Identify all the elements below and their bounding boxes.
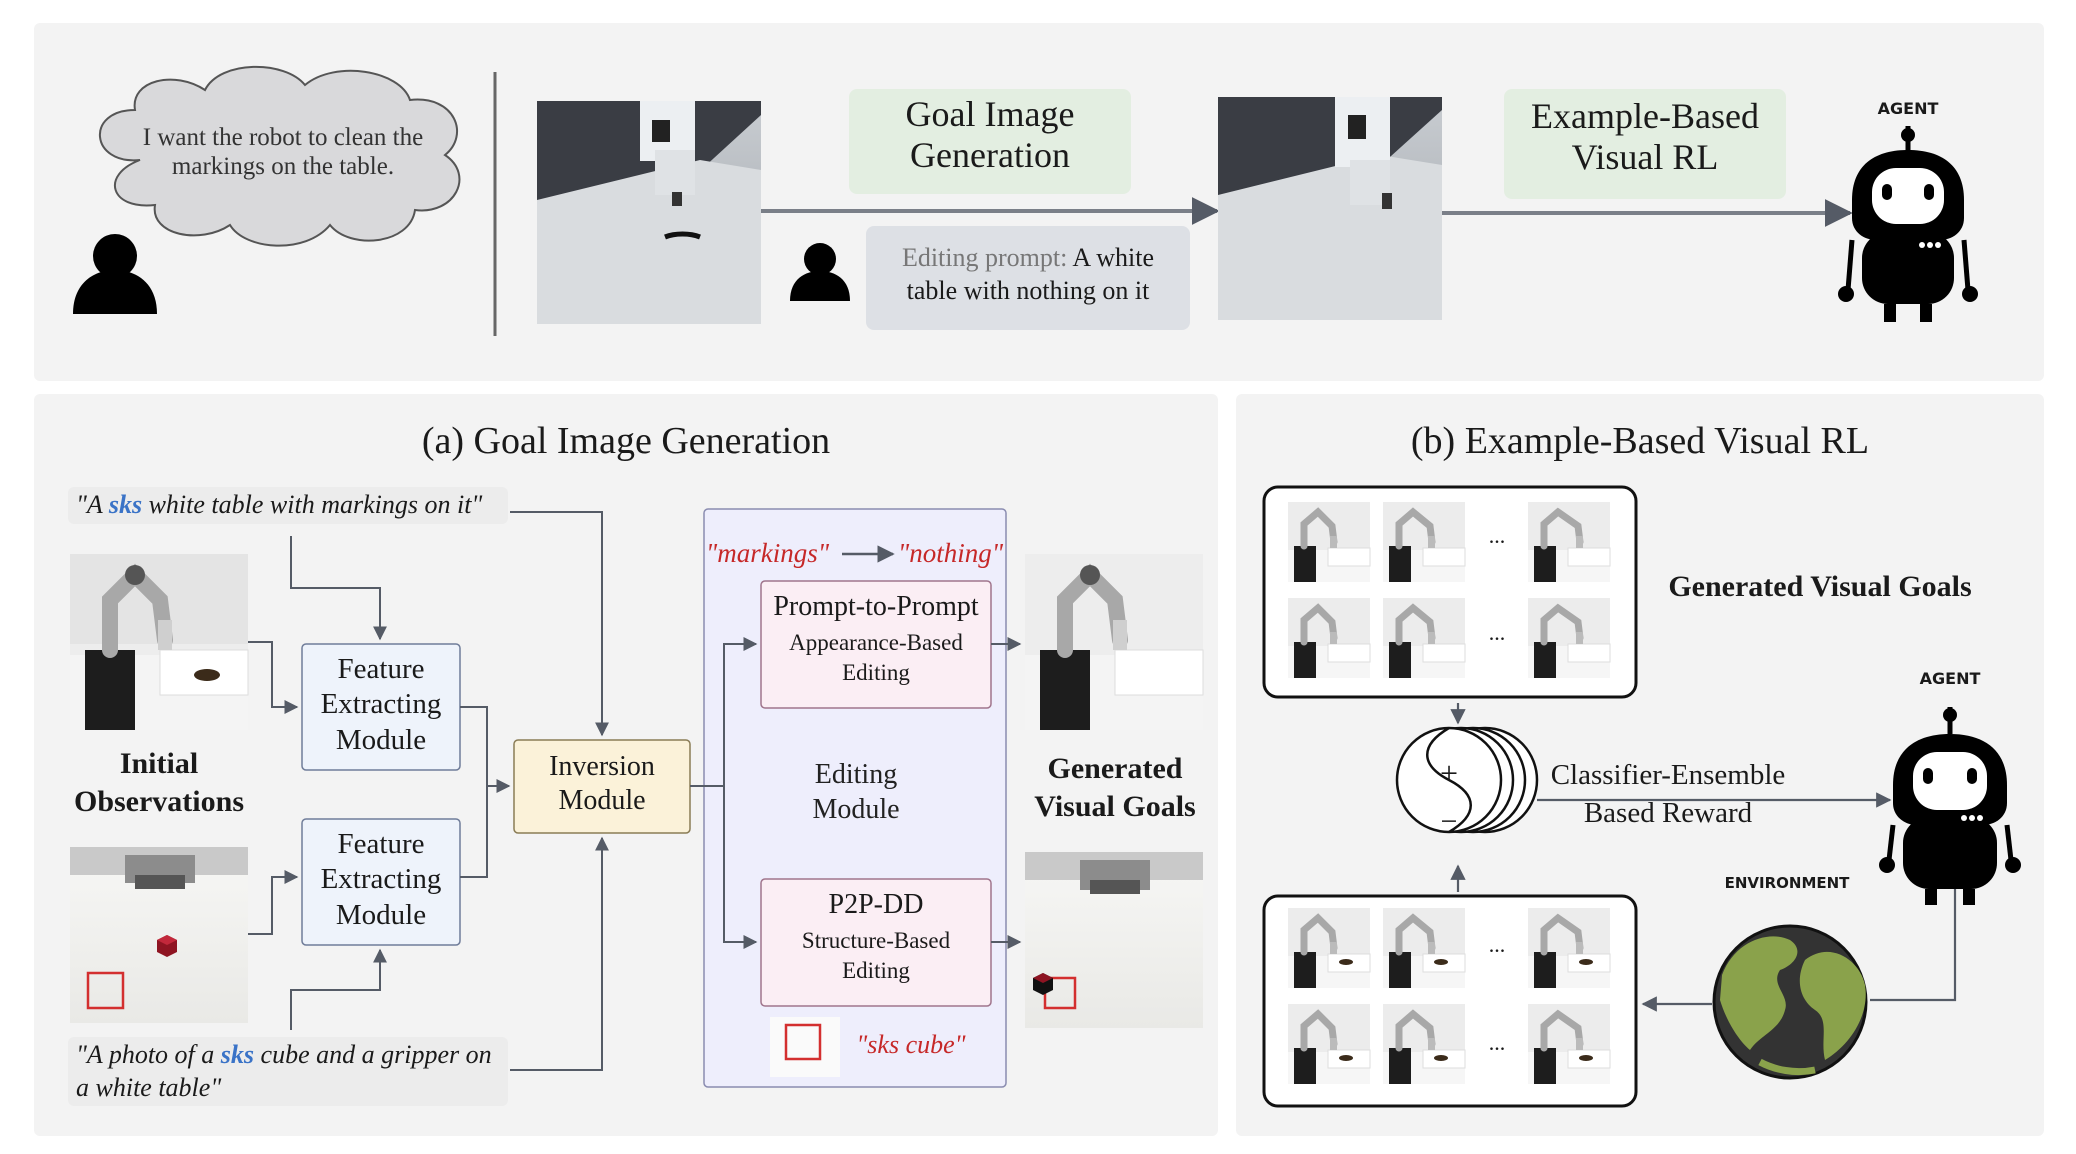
editing-prompt-box (866, 226, 1190, 330)
initial-observation-robot (70, 554, 249, 730)
reward-label: Classifier-Ensemble Based Reward (1550, 759, 1786, 829)
robot-thumbnail (1288, 1004, 1371, 1084)
goal-image-generation-box (849, 89, 1131, 194)
editing-prompt-value: A white table with nothing on it (906, 243, 1155, 305)
editing-prompt-label: Editing prompt: (901, 243, 1068, 272)
sks-cube-icon-bg (770, 1017, 840, 1077)
panel-b-title: (b) Example-Based Visual RL (1410, 420, 1870, 462)
p2pdd-subtitle: Structure-Based Editing (801, 928, 951, 983)
robot-thumbnail (1383, 598, 1466, 678)
robot-thumbnail (1383, 908, 1466, 988)
ellipsis-goals-2: ... (1488, 620, 1506, 645)
agent-robot-icon-b (1879, 707, 2021, 905)
robot-thumbnail (1528, 598, 1611, 678)
robot-thumbnail (1383, 1004, 1466, 1084)
thought-cloud (98, 65, 461, 247)
word-from: "markings" (705, 538, 830, 568)
robot-thumbnail (1528, 502, 1611, 582)
plus-sign: + (1439, 755, 1459, 791)
panel-a-arrows (248, 511, 1022, 1071)
agent-robot-icon (1838, 126, 1978, 322)
speech-bubble-text: I want the robot to clean the markings o… (142, 124, 424, 180)
ebvrl-label: Example-Based Visual RL (1531, 96, 1759, 178)
robot-thumbnail (1528, 1004, 1611, 1084)
user-icon-small (790, 243, 850, 301)
p2p-title: Prompt-to-Prompt (773, 591, 979, 622)
robot-thumbnail (1383, 502, 1466, 582)
inversion-module-label: Inversion Module (549, 751, 655, 817)
quote-markings: "A sks white table with markings on it" (68, 487, 508, 524)
real-photo-with-marking (537, 101, 761, 324)
robot-thumbnail (1288, 502, 1371, 582)
generated-visual-goals-a: Generated Visual Goals (1034, 752, 1196, 823)
environment-globe-icon (1712, 924, 1868, 1080)
editing-module-label: Editing Module (812, 759, 900, 825)
agent-label-b: AGENT (1919, 669, 1981, 688)
minus-sign: − (1440, 805, 1458, 838)
initial-observation-cube (70, 847, 248, 1023)
ellipsis-goals-1: ... (1488, 523, 1506, 548)
panel-b-arrows (1450, 703, 1957, 1012)
robot-thumbnail (1288, 598, 1371, 678)
quote-cube: "A photo of a sks cube and a gripper on … (68, 1037, 508, 1106)
thumbnail-grid (1288, 502, 1611, 1084)
generated-visual-goals-b: Generated Visual Goals (1668, 570, 1972, 603)
robot-thumbnail (1288, 908, 1371, 988)
editing-prompt-text: Editing prompt: A white table with nothi… (876, 242, 1180, 307)
classifier-ensemble-icon (1395, 726, 1539, 834)
panel-a-title: (a) Goal Image Generation (421, 420, 831, 462)
word-to: "nothing" (897, 538, 1004, 568)
sks-cube-label: "sks cube" (856, 1030, 966, 1059)
feature-module-1-label: Feature Extracting Module (320, 653, 442, 756)
ebvrl-box (1504, 89, 1786, 199)
p2pdd-title: P2P-DD (828, 889, 924, 920)
feature-module-2-label: Feature Extracting Module (320, 828, 442, 931)
initial-observations-label: Initial Observations (73, 747, 244, 818)
user-icon (73, 234, 157, 314)
robot-thumbnail (1528, 908, 1611, 988)
cube-target-marker (86, 971, 125, 1010)
ellipsis-env-2: ... (1488, 1030, 1506, 1055)
p2p-subtitle: Appearance-Based Editing (789, 630, 963, 685)
real-photo-clean (1218, 97, 1442, 320)
goal-image-generation-label: Goal Image Generation (905, 94, 1075, 176)
environment-label: ENVIRONMENT (1724, 874, 1850, 892)
feature-module-2-box (301, 818, 461, 946)
sks-cube-icon (784, 1023, 822, 1061)
generated-goal-cube (1025, 852, 1203, 1028)
agent-label-top: AGENT (1877, 99, 1939, 118)
generated-goal-robot (1025, 554, 1204, 730)
ellipsis-env-1: ... (1488, 932, 1506, 957)
